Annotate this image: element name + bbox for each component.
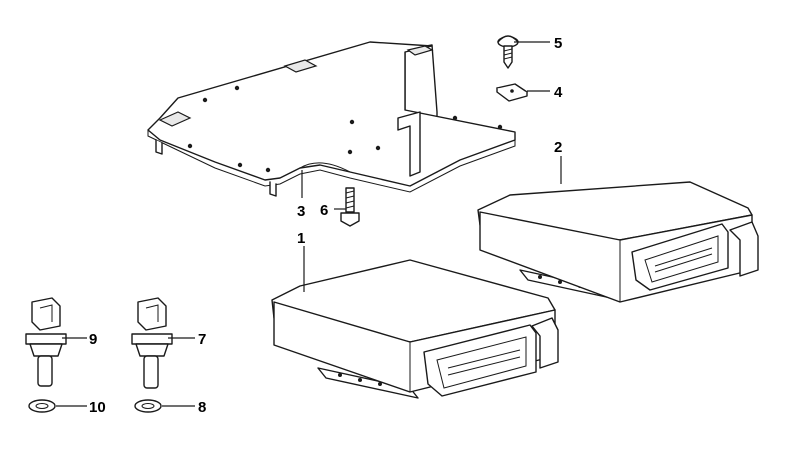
callout-1: 1 — [297, 230, 305, 247]
leader-lines — [56, 41, 562, 407]
bolt-part-6 — [340, 187, 360, 227]
screw-part-5 — [497, 35, 519, 69]
callout-2: 2 — [554, 139, 562, 156]
callout-5: 5 — [554, 35, 562, 52]
clip-nut-part-4 — [496, 83, 528, 102]
callout-10: 10 — [89, 399, 106, 416]
bracket-plate — [147, 41, 516, 197]
callout-4: 4 — [554, 84, 563, 101]
callout-9: 9 — [89, 331, 97, 348]
callout-8: 8 — [198, 399, 206, 416]
callout-6: 6 — [320, 202, 328, 219]
control-unit-part-1 — [271, 259, 559, 399]
sensor-part-7 — [131, 297, 173, 389]
callout-3: 3 — [297, 203, 305, 220]
callout-7: 7 — [198, 331, 206, 348]
washer-part-8 — [134, 399, 162, 413]
washer-part-10 — [28, 399, 56, 413]
control-unit-part-2 — [477, 181, 759, 303]
sensor-part-9 — [25, 297, 67, 387]
